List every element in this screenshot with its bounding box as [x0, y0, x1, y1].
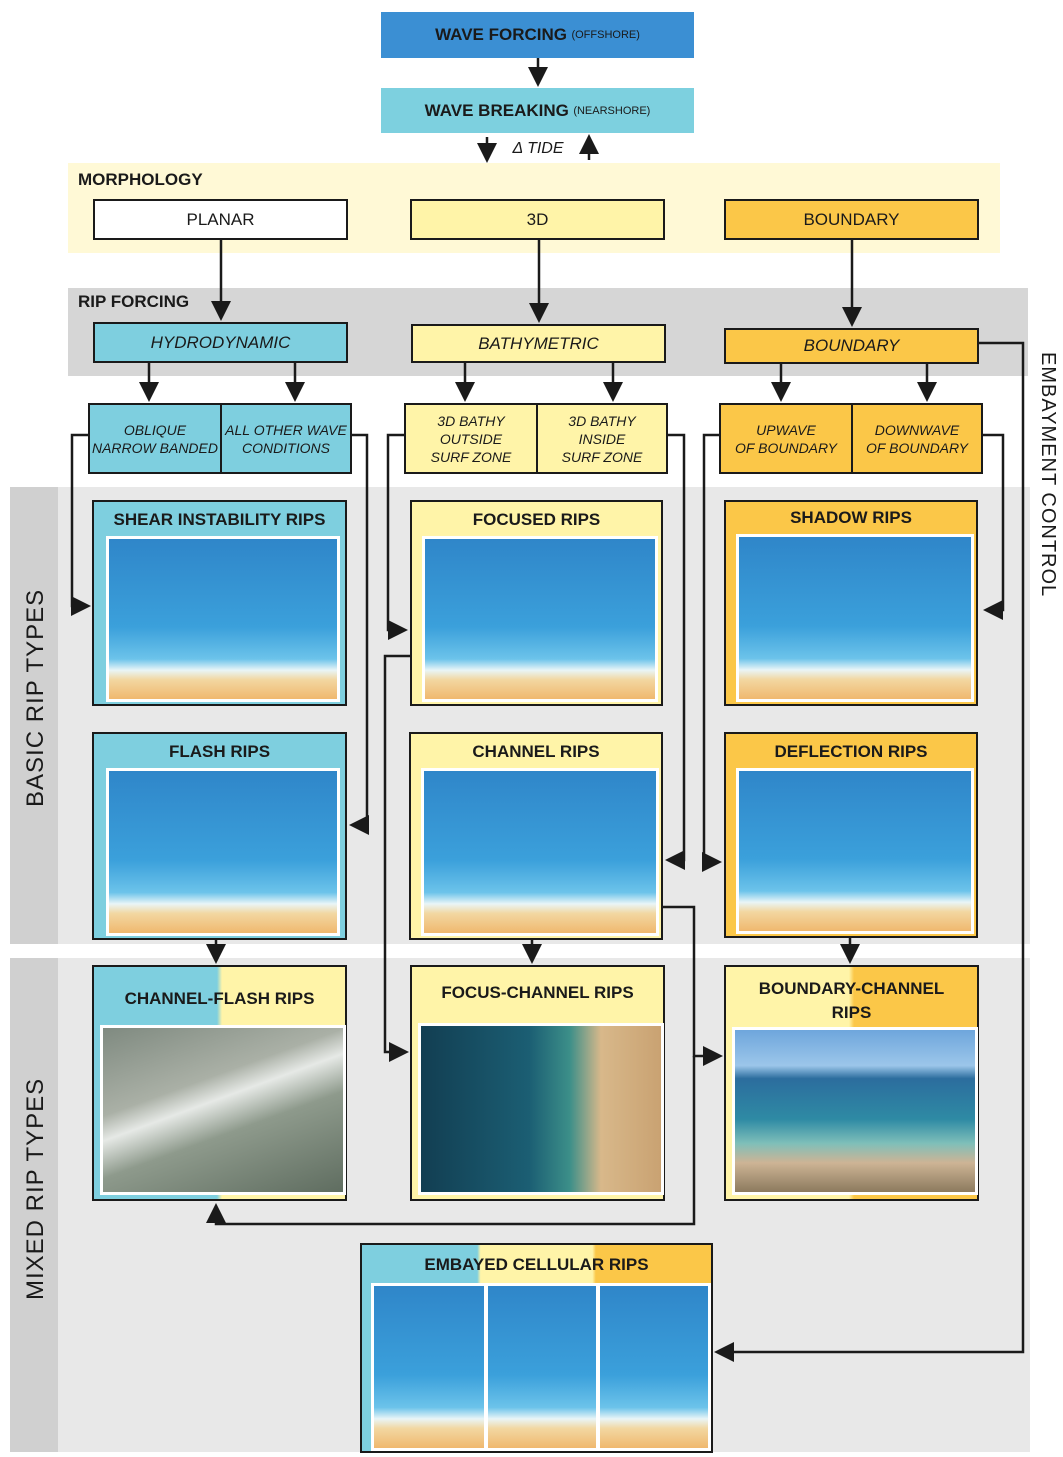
shadow-rips-diagram	[736, 534, 974, 702]
embayed-panel-2	[485, 1283, 599, 1451]
upwave-line2: OF BOUNDARY	[735, 439, 837, 456]
shadow-rips-title: SHADOW RIPS	[790, 508, 912, 527]
arrow-inside-channel	[665, 433, 686, 870]
channel-flash-card: CHANNEL-FLASH RIPS	[92, 965, 347, 1201]
downwave-line2: OF BOUNDARY	[866, 439, 968, 456]
focused-rips-card: FOCUSED RIPS	[410, 500, 663, 706]
hydro-subconditions: OBLIQUE NARROW BANDED ALL OTHER WAVE CON…	[88, 403, 352, 474]
outside-line2: OUTSIDE	[439, 430, 503, 447]
shadow-rips-card: SHADOW RIPS	[724, 500, 978, 706]
bathymetric-box: BATHYMETRIC	[411, 324, 666, 363]
outside-line1: 3D BATHY	[437, 412, 505, 429]
inside-line3: SURF ZONE	[561, 448, 643, 465]
bathy-outside-surf-zone: 3D BATHY OUTSIDE SURF ZONE	[406, 405, 538, 472]
inside-line2: INSIDE	[578, 430, 626, 447]
boundary-subconditions: UPWAVE OF BOUNDARY DOWNWAVE OF BOUNDARY	[719, 403, 983, 474]
bathy-inside-surf-zone: 3D BATHY INSIDE SURF ZONE	[538, 405, 666, 472]
channel-flash-title: CHANNEL-FLASH RIPS	[124, 989, 315, 1008]
arrow-outside-focused	[386, 433, 408, 640]
upwave-line1: UPWAVE	[756, 421, 816, 438]
arrow-downwave-shadow	[983, 433, 1005, 620]
flash-rips-title: FLASH RIPS	[168, 742, 271, 761]
downwave-of-boundary: DOWNWAVE OF BOUNDARY	[853, 405, 981, 472]
morphology-label: MORPHOLOGY	[78, 170, 203, 189]
channel-rips-card: CHANNEL RIPS	[409, 732, 663, 940]
outside-line3: SURF ZONE	[430, 448, 512, 465]
deflection-rips-title: DEFLECTION RIPS	[774, 742, 928, 761]
embayed-cellular-title: EMBAYED CELLULAR RIPS	[424, 1255, 649, 1274]
focused-rips-title: FOCUSED RIPS	[472, 510, 601, 529]
shear-instability-diagram	[106, 536, 340, 702]
other-line2: CONDITIONS	[242, 439, 330, 456]
all-other-wave-conditions: ALL OTHER WAVE CONDITIONS	[222, 405, 350, 472]
arrow-focused-focuschannel	[383, 654, 410, 1062]
channel-rips-diagram	[421, 768, 659, 936]
boundary-morph-box: BOUNDARY	[724, 199, 979, 240]
oblique-line1: OBLIQUE	[123, 421, 187, 438]
boundary-channel-title-1: BOUNDARY-CHANNEL	[758, 979, 945, 998]
deflection-rips-diagram	[736, 768, 974, 934]
hydrodynamic-box: HYDRODYNAMIC	[93, 322, 348, 363]
arrow-other-flash	[349, 433, 369, 835]
wave-breaking-title: WAVE BREAKING	[424, 100, 569, 120]
wave-forcing-note: (OFFSHORE)	[571, 29, 640, 41]
wave-forcing-title: WAVE FORCING	[435, 25, 567, 44]
wave-forcing-box: WAVE FORCING (OFFSHORE)	[381, 12, 694, 58]
bathy-subconditions: 3D BATHY OUTSIDE SURF ZONE 3D BATHY INSI…	[404, 403, 668, 474]
oblique-narrow-banded: OBLIQUE NARROW BANDED	[90, 405, 222, 472]
3d-box: 3D	[410, 199, 665, 240]
channel-rips-title: CHANNEL RIPS	[472, 742, 600, 761]
boundary-channel-photo	[732, 1027, 978, 1195]
inside-line1: 3D BATHY	[568, 412, 636, 429]
other-line1: ALL OTHER WAVE	[225, 421, 347, 438]
arrow-upwave-deflection	[702, 433, 722, 872]
oblique-line2: NARROW BANDED	[91, 439, 218, 456]
arrow-channel-channelflash	[206, 1056, 696, 1226]
boundary-channel-title-2: RIPS	[831, 1003, 872, 1022]
shear-instability-card: SHEAR INSTABILITY RIPS	[92, 500, 347, 706]
channel-flash-photo	[100, 1025, 346, 1195]
boundary-channel-card: BOUNDARY-CHANNEL RIPS	[724, 965, 979, 1201]
shear-instability-title: SHEAR INSTABILITY RIPS	[113, 510, 326, 529]
arrow-oblique-shear	[70, 433, 91, 616]
focus-channel-title: FOCUS-CHANNEL RIPS	[441, 983, 634, 1002]
wave-breaking-box: WAVE BREAKING (NEARSHORE)	[381, 88, 694, 133]
upwave-of-boundary: UPWAVE OF BOUNDARY	[721, 405, 853, 472]
focused-rips-diagram	[422, 536, 658, 702]
focus-channel-photo	[418, 1023, 664, 1195]
embayed-panel-3	[597, 1283, 711, 1451]
flash-rips-diagram	[106, 768, 340, 936]
deflection-rips-card: DEFLECTION RIPS	[724, 732, 978, 938]
rip-forcing-label: RIP FORCING	[78, 292, 190, 311]
tide-label: Δ TIDE	[512, 140, 564, 157]
embayed-cellular-card: EMBAYED CELLULAR RIPS	[360, 1243, 713, 1453]
boundary-forcing-box: BOUNDARY	[724, 328, 979, 364]
planar-box: PLANAR	[93, 199, 348, 240]
arrow-channel-boundarychannel	[663, 905, 723, 1066]
focus-channel-card: FOCUS-CHANNEL RIPS	[410, 965, 665, 1201]
wave-breaking-note: (NEARSHORE)	[573, 104, 651, 117]
arrow-embayment-cellular	[714, 341, 1025, 1362]
downwave-line1: DOWNWAVE	[874, 421, 960, 438]
mixed-side-bar	[10, 958, 58, 1452]
basic-side-bar	[10, 487, 58, 944]
flash-rips-card: FLASH RIPS	[92, 732, 347, 940]
